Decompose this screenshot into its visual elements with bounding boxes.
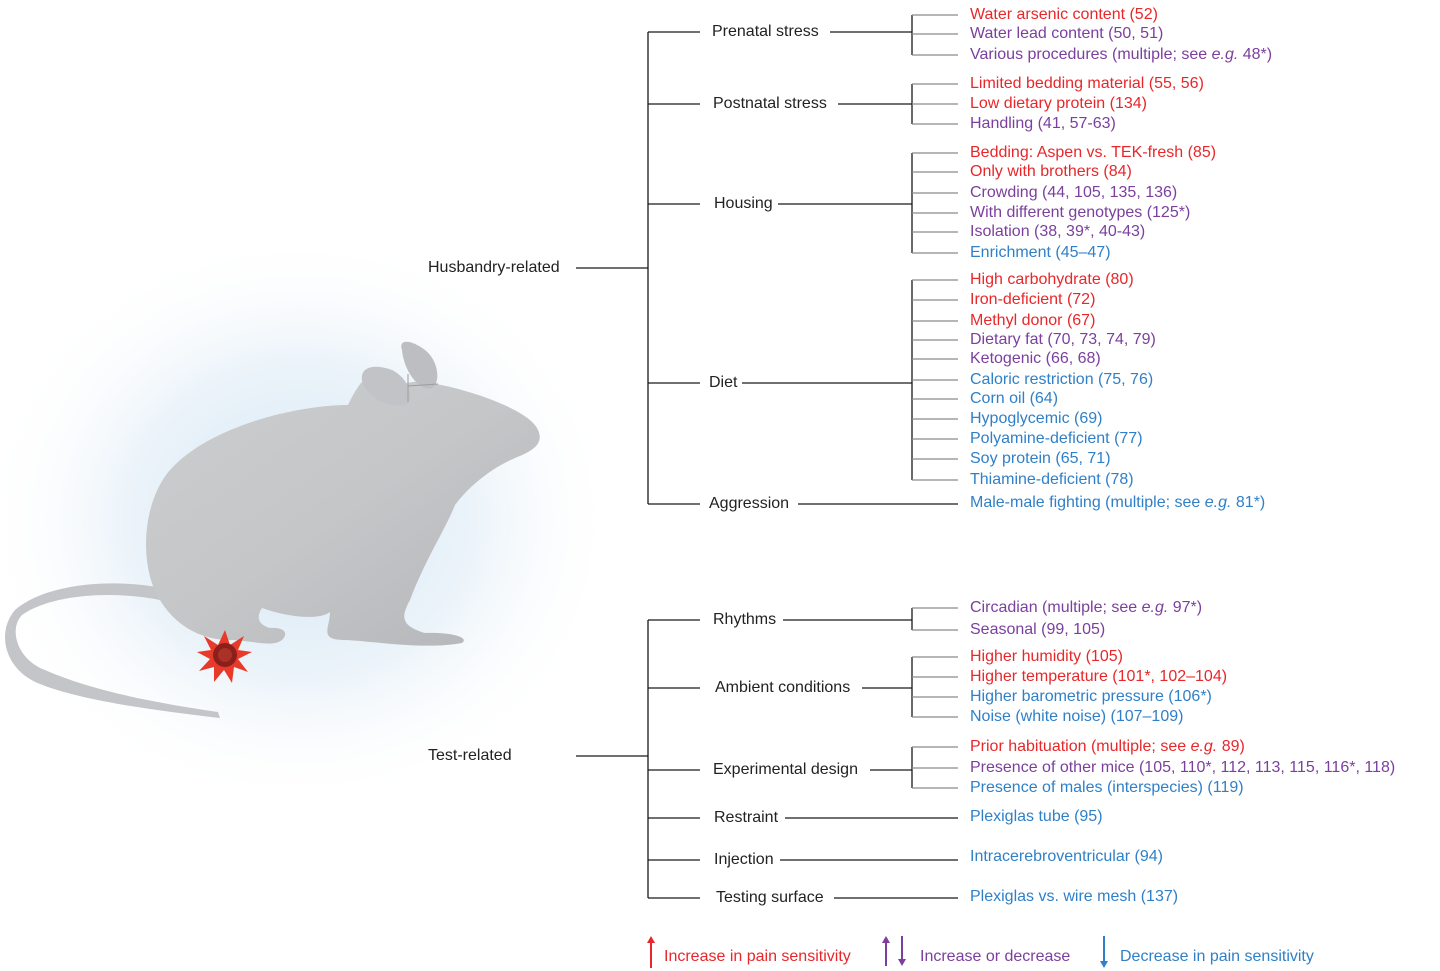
factor-item: Water lead content (50, 51) bbox=[970, 24, 1163, 44]
category-housing: Housing bbox=[714, 194, 773, 214]
factor-item: Noise (white noise) (107–109) bbox=[970, 707, 1183, 727]
factor-item: With different genotypes (125*) bbox=[970, 203, 1190, 223]
factor-item: Ketogenic (66, 68) bbox=[970, 349, 1101, 369]
up-arrow-icon bbox=[647, 936, 655, 968]
factor-item-refs: 89) bbox=[1217, 738, 1245, 755]
factor-item: Prior habituation (multiple; see e.g. 89… bbox=[970, 737, 1245, 757]
factor-item: Various procedures (multiple; see e.g. 4… bbox=[970, 45, 1272, 65]
factor-item: Plexiglas tube (95) bbox=[970, 807, 1103, 827]
factor-item: Soy protein (65, 71) bbox=[970, 449, 1111, 469]
category-prenatal-stress: Prenatal stress bbox=[712, 22, 819, 42]
factor-item: Presence of other mice (105, 110*, 112, … bbox=[970, 758, 1395, 778]
factor-item: Handling (41, 57-63) bbox=[970, 114, 1116, 134]
factor-item-text: Circadian (multiple; see bbox=[970, 599, 1142, 616]
factor-item-emphasis: e.g. bbox=[1191, 738, 1218, 755]
category-postnatal-stress: Postnatal stress bbox=[713, 94, 827, 114]
factor-item-emphasis: e.g. bbox=[1212, 46, 1239, 63]
down-arrow-icon bbox=[898, 936, 906, 966]
factor-item: Higher humidity (105) bbox=[970, 647, 1123, 667]
category-testing-surface: Testing surface bbox=[716, 888, 824, 908]
factor-item: Presence of males (interspecies) (119) bbox=[970, 778, 1244, 798]
factor-item: Only with brothers (84) bbox=[970, 162, 1132, 182]
up-arrow-icon bbox=[882, 936, 890, 966]
factor-item: Water arsenic content (52) bbox=[970, 5, 1158, 25]
factor-item-refs: 81*) bbox=[1231, 494, 1265, 511]
legend-both-label: Increase or decrease bbox=[920, 947, 1070, 967]
category-ambient-conditions: Ambient conditions bbox=[715, 678, 850, 698]
factor-item-refs: 48*) bbox=[1238, 46, 1272, 63]
factor-item: High carbohydrate (80) bbox=[970, 270, 1134, 290]
factor-item-text: Male-male fighting (multiple; see bbox=[970, 494, 1205, 511]
factor-item: Corn oil (64) bbox=[970, 389, 1058, 409]
legend-decrease-label: Decrease in pain sensitivity bbox=[1120, 947, 1314, 967]
factor-item: Hypoglycemic (69) bbox=[970, 409, 1102, 429]
category-aggression: Aggression bbox=[709, 494, 789, 514]
factor-item: Seasonal (99, 105) bbox=[970, 620, 1105, 640]
factor-item: Low dietary protein (134) bbox=[970, 94, 1147, 114]
factor-item: Thiamine-deficient (78) bbox=[970, 470, 1134, 490]
group-label-husbandry: Husbandry-related bbox=[428, 258, 560, 278]
category-rhythms: Rhythms bbox=[713, 610, 776, 630]
category-restraint: Restraint bbox=[714, 808, 778, 828]
factor-item: Higher temperature (101*, 102–104) bbox=[970, 667, 1227, 687]
category-diet: Diet bbox=[709, 373, 737, 393]
legend-increase-label: Increase in pain sensitivity bbox=[664, 947, 851, 967]
factor-item: Isolation (38, 39*, 40-43) bbox=[970, 222, 1145, 242]
category-injection: Injection bbox=[714, 850, 774, 870]
factor-item: Male-male fighting (multiple; see e.g. 8… bbox=[970, 493, 1265, 513]
factor-item: Plexiglas vs. wire mesh (137) bbox=[970, 887, 1178, 907]
factor-item: Limited bedding material (55, 56) bbox=[970, 74, 1204, 94]
factor-item: Circadian (multiple; see e.g. 97*) bbox=[970, 598, 1202, 618]
factor-item: Iron-deficient (72) bbox=[970, 290, 1095, 310]
factor-item: Crowding (44, 105, 135, 136) bbox=[970, 183, 1177, 203]
factor-item: Dietary fat (70, 73, 74, 79) bbox=[970, 330, 1156, 350]
factor-item-refs: 97*) bbox=[1168, 599, 1202, 616]
factor-item: Caloric restriction (75, 76) bbox=[970, 370, 1153, 390]
down-arrow-icon bbox=[1100, 936, 1108, 968]
factor-item: Bedding: Aspen vs. TEK-fresh (85) bbox=[970, 143, 1216, 163]
factor-item-emphasis: e.g. bbox=[1205, 494, 1232, 511]
factor-item: Enrichment (45–47) bbox=[970, 243, 1111, 263]
factor-item: Intracerebroventricular (94) bbox=[970, 847, 1163, 867]
factor-item-emphasis: e.g. bbox=[1142, 599, 1169, 616]
group-label-test: Test-related bbox=[428, 746, 512, 766]
category-experimental-design: Experimental design bbox=[713, 760, 858, 780]
factor-item: Polyamine-deficient (77) bbox=[970, 429, 1143, 449]
factor-item-text: Various procedures (multiple; see bbox=[970, 46, 1212, 63]
factor-item: Methyl donor (67) bbox=[970, 311, 1095, 331]
factor-item-text: Prior habituation (multiple; see bbox=[970, 738, 1191, 755]
factor-item: Higher barometric pressure (106*) bbox=[970, 687, 1212, 707]
